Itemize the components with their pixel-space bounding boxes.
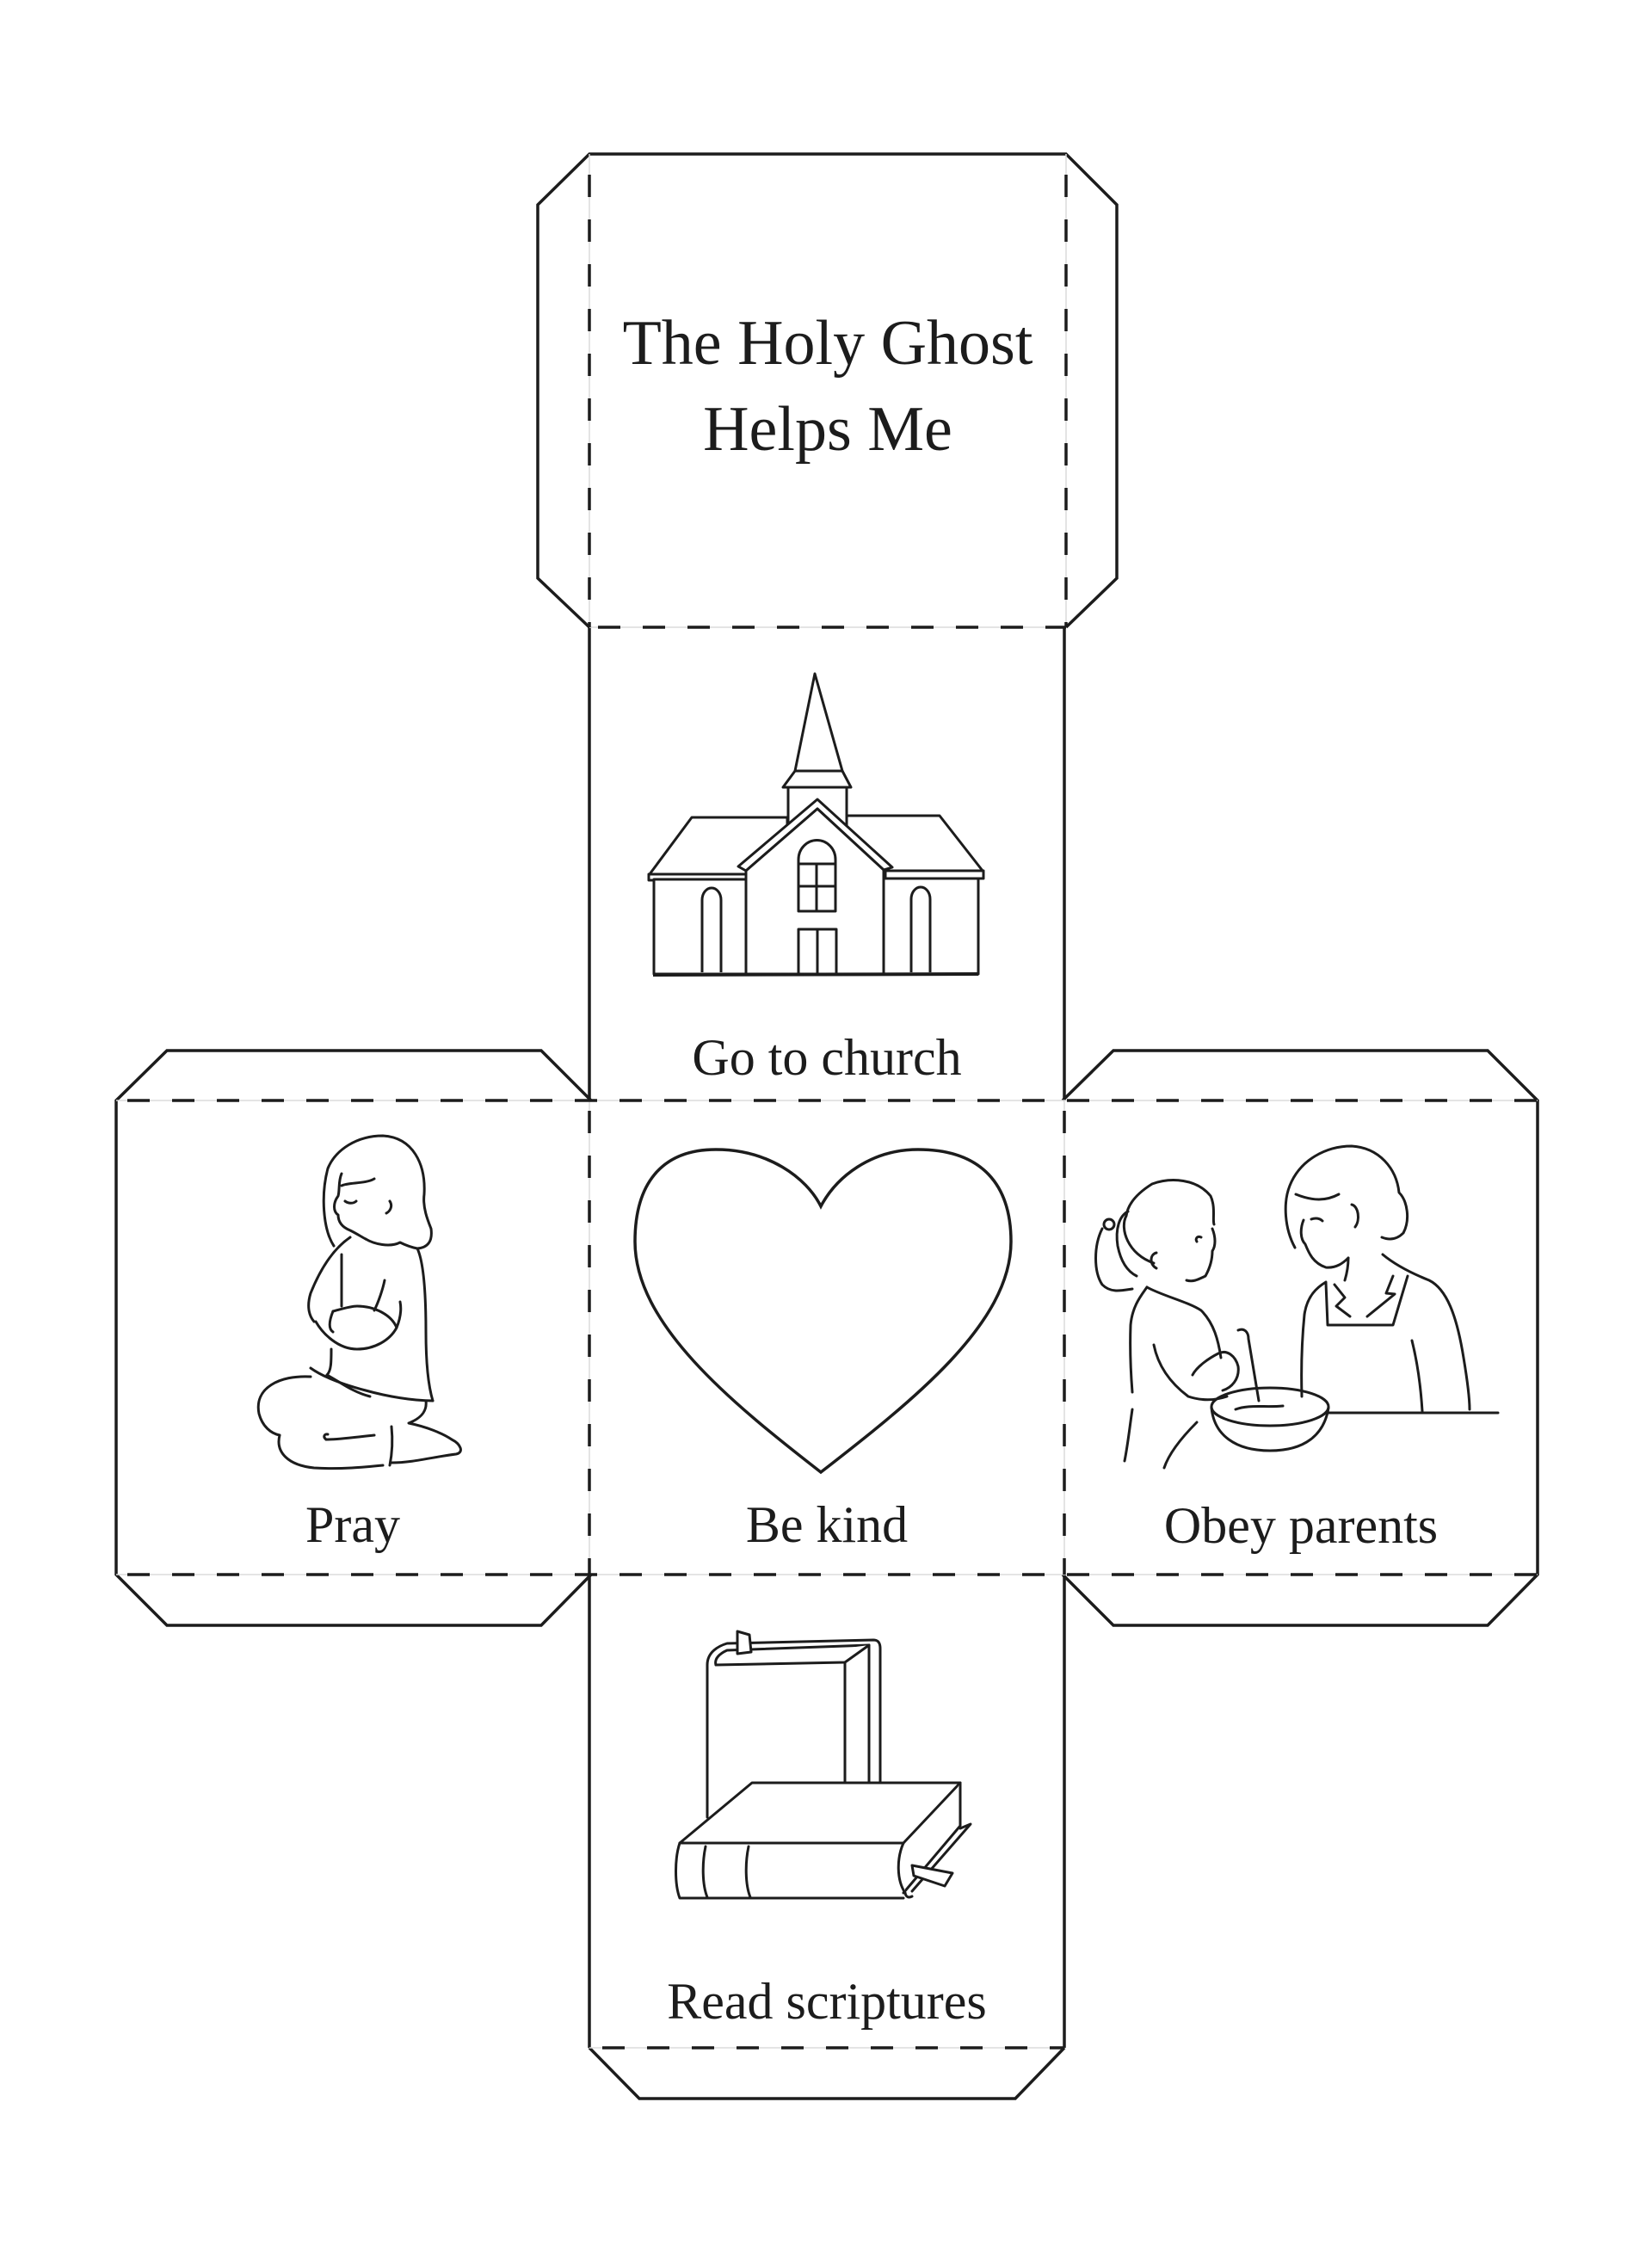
cube-title: The Holy Ghost Helps Me [589,300,1066,472]
church-icon [647,672,985,977]
title-line-2: Helps Me [703,394,952,465]
scripture-books-icon [675,1630,972,1900]
left-face-cut-line [114,1049,593,1627]
right-face-cut-line [1061,1049,1539,1627]
kneeling-girl-praying-icon [256,1134,462,1470]
kind-face-label: Be kind [745,1496,909,1553]
obey-face-label: Obey parents [1163,1497,1439,1554]
scriptures-face-label: Read scriptures [667,1973,987,2030]
heart-icon [633,1148,1013,1475]
church-face-label: Go to church [692,1029,962,1086]
bottom-flap-cut-line [588,2046,1066,2100]
title-line-1: The Holy Ghost [622,308,1033,379]
girl-and-mother-baking-icon [1094,1144,1500,1470]
pray-face-label: Pray [305,1496,400,1553]
top-face-cut-line [536,152,1119,629]
